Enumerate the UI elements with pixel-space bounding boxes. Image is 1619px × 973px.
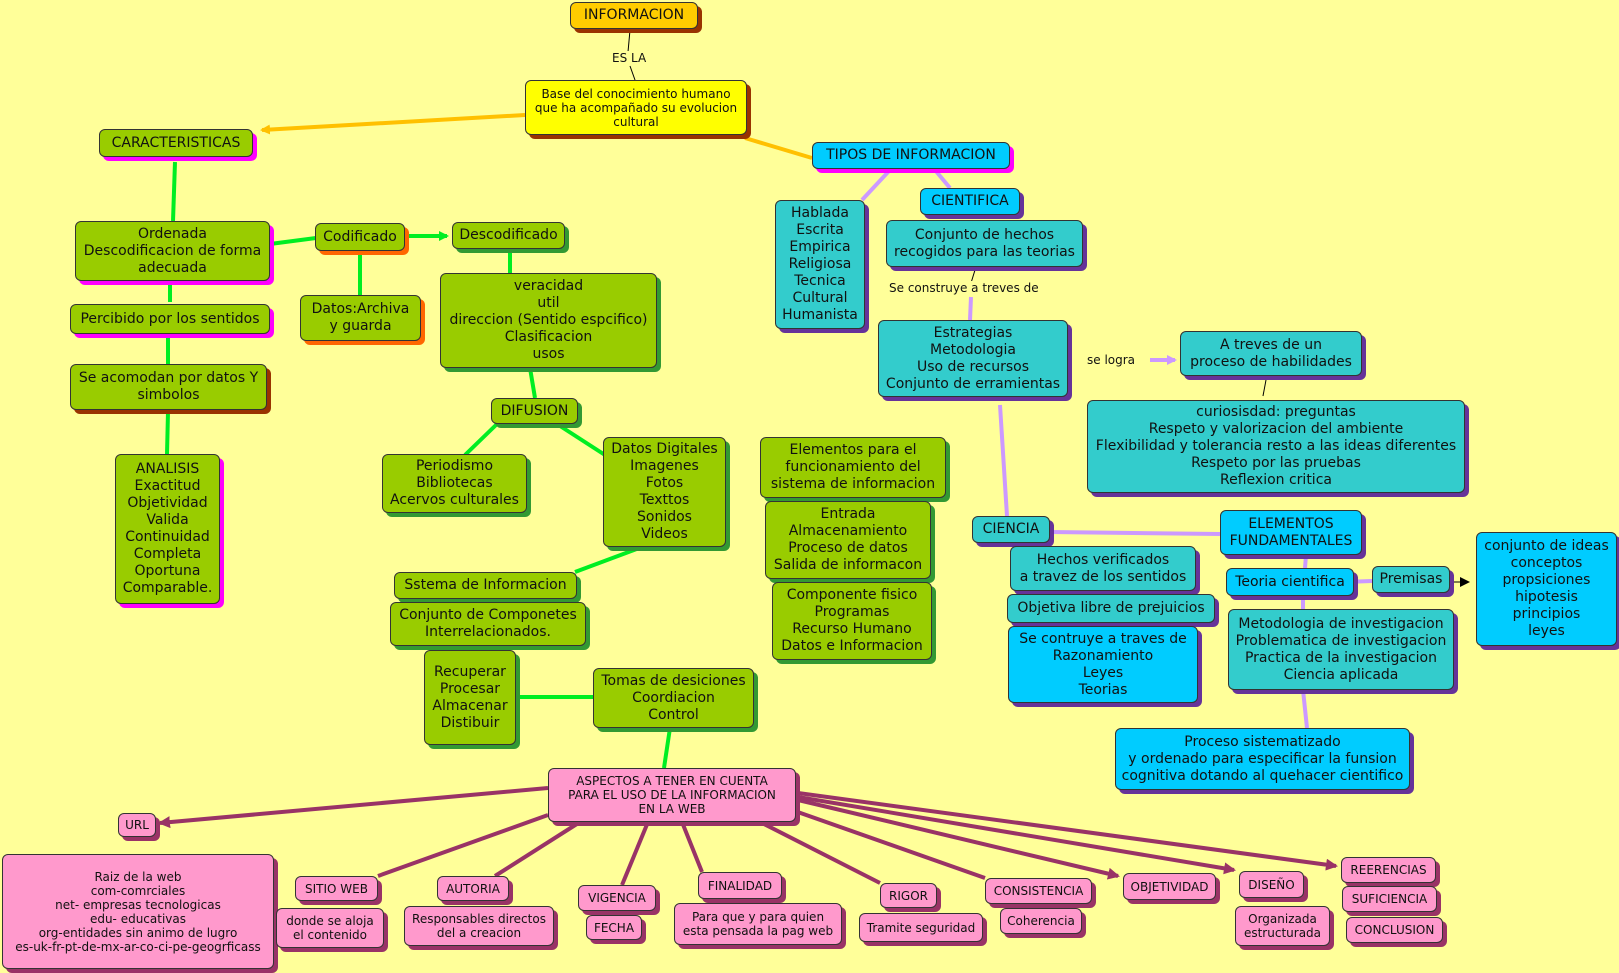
node-suficiencia[interactable]: SUFICIENCIA xyxy=(1342,886,1437,912)
node-objetividad[interactable]: OBJETIVIDAD xyxy=(1123,873,1216,900)
label-es-la: ES LA xyxy=(610,51,649,65)
node-aspectos-web[interactable]: ASPECTOS A TENER EN CUENTA PARA EL USO D… xyxy=(548,768,796,822)
node-autoria[interactable]: AUTORIA xyxy=(437,876,509,901)
node-veracidad[interactable]: veracidad util direccion (Sentido espcif… xyxy=(440,273,657,368)
node-conjunto-hechos[interactable]: Conjunto de hechos recogidos para las te… xyxy=(886,220,1083,267)
node-fecha[interactable]: FECHA xyxy=(586,915,642,940)
node-analisis[interactable]: ANALISIS Exactitud Objetividad Valida Co… xyxy=(115,454,220,604)
node-elementos-fundamentales[interactable]: ELEMENTOS FUNDAMENTALES xyxy=(1220,510,1362,555)
node-descodificado[interactable]: Descodificado xyxy=(452,222,565,249)
node-tipos-informacion[interactable]: TIPOS DE INFORMACION xyxy=(812,142,1010,169)
node-donde-aloja[interactable]: donde se aloja el contenido xyxy=(276,908,384,948)
node-tomas-decisiones[interactable]: Tomas de desiciones Coordiacion Control xyxy=(593,668,754,728)
node-datos-digitales[interactable]: Datos Digitales Imagenes Fotos Texttos S… xyxy=(603,437,726,547)
node-sitio-web[interactable]: SITIO WEB xyxy=(295,876,378,901)
node-difusion[interactable]: DIFUSION xyxy=(491,398,578,424)
label-se-logra: se logra xyxy=(1085,353,1138,367)
node-estrategias[interactable]: Estrategias Metodologia Uso de recursos … xyxy=(878,320,1068,397)
node-referencias[interactable]: REERENCIAS xyxy=(1341,857,1436,883)
node-organizada[interactable]: Organizada estructurada xyxy=(1235,906,1330,946)
node-caracteristicas[interactable]: CARACTERISTICAS xyxy=(99,129,253,157)
node-teoria-cientifica[interactable]: Teoria cientifica xyxy=(1226,568,1354,596)
node-entrada[interactable]: Entrada Almacenamiento Proceso de datos … xyxy=(765,501,931,579)
node-conclusion[interactable]: CONCLUSION xyxy=(1346,917,1443,943)
node-consistencia[interactable]: CONSISTENCIA xyxy=(985,878,1092,904)
node-hablada[interactable]: Hablada Escrita Empirica Religiosa Tecni… xyxy=(775,200,865,329)
node-para-que[interactable]: Para que y para quien esta pensada la pa… xyxy=(674,903,842,945)
node-curiosidad[interactable]: curiosisdad: preguntas Respeto y valoriz… xyxy=(1087,400,1465,493)
node-vigencia[interactable]: VIGENCIA xyxy=(578,885,656,911)
node-diseno[interactable]: DISEÑO xyxy=(1239,871,1304,898)
node-responsables[interactable]: Responsables directos del a creacion xyxy=(404,906,554,946)
node-base-conocimiento[interactable]: Base del conocimiento humano que ha acom… xyxy=(525,80,747,135)
node-recuperar[interactable]: Recuperar Procesar Almacenar Distibuir xyxy=(424,650,516,745)
node-conjunto-ideas[interactable]: conjunto de ideas conceptos propsiciones… xyxy=(1476,532,1617,646)
node-raiz-web[interactable]: Raiz de la web com-comrciales net- empre… xyxy=(2,854,274,969)
node-finalidad[interactable]: FINALIDAD xyxy=(698,872,782,899)
node-ordenada[interactable]: Ordenada Descodificacion de forma adecua… xyxy=(75,221,270,281)
node-cientifica[interactable]: CIENTIFICA xyxy=(920,188,1020,215)
node-objetiva[interactable]: Objetiva libre de prejuicios xyxy=(1007,594,1215,623)
node-sistema-informacion[interactable]: Sstema de Informacion xyxy=(394,572,577,599)
node-se-contruye[interactable]: Se contruye a traves de Razonamiento Ley… xyxy=(1008,626,1198,703)
node-rigor[interactable]: RIGOR xyxy=(880,883,937,908)
node-hechos-verificados[interactable]: Hechos verificados a travez de los senti… xyxy=(1010,546,1196,591)
node-premisas[interactable]: Premisas xyxy=(1372,566,1450,593)
node-atraves-proceso[interactable]: A treves de un proceso de habilidades xyxy=(1180,331,1362,376)
node-coherencia[interactable]: Coherencia xyxy=(1000,908,1082,934)
node-datos-archiva[interactable]: Datos:Archiva y guarda xyxy=(300,295,421,341)
node-tramite[interactable]: Tramite seguridad xyxy=(859,913,983,942)
node-conjunto-componentes[interactable]: Conjunto de Componetes Interrelacionados… xyxy=(390,602,586,646)
node-codificado[interactable]: Codificado xyxy=(315,223,405,251)
node-elementos-funcionamiento[interactable]: Elementos para el funcionamiento del sis… xyxy=(760,437,946,498)
node-url[interactable]: URL xyxy=(118,813,156,837)
node-acomodan[interactable]: Se acomodan por datos Y simbolos xyxy=(70,364,267,410)
node-informacion[interactable]: INFORMACION xyxy=(570,2,698,29)
node-proceso-sistematizado[interactable]: Proceso sistematizado y ordenado para es… xyxy=(1115,728,1410,790)
label-se-construye: Se construye a treves de xyxy=(887,281,1041,295)
node-periodismo[interactable]: Periodismo Bibliotecas Acervos culturale… xyxy=(382,454,527,513)
node-percibido[interactable]: Percibido por los sentidos xyxy=(70,304,270,334)
node-ciencia[interactable]: CIENCIA xyxy=(972,516,1050,543)
node-metodologia[interactable]: Metodologia de investigacion Problematic… xyxy=(1228,609,1454,690)
node-componente-fisico[interactable]: Componente fisico Programas Recurso Huma… xyxy=(772,582,932,660)
